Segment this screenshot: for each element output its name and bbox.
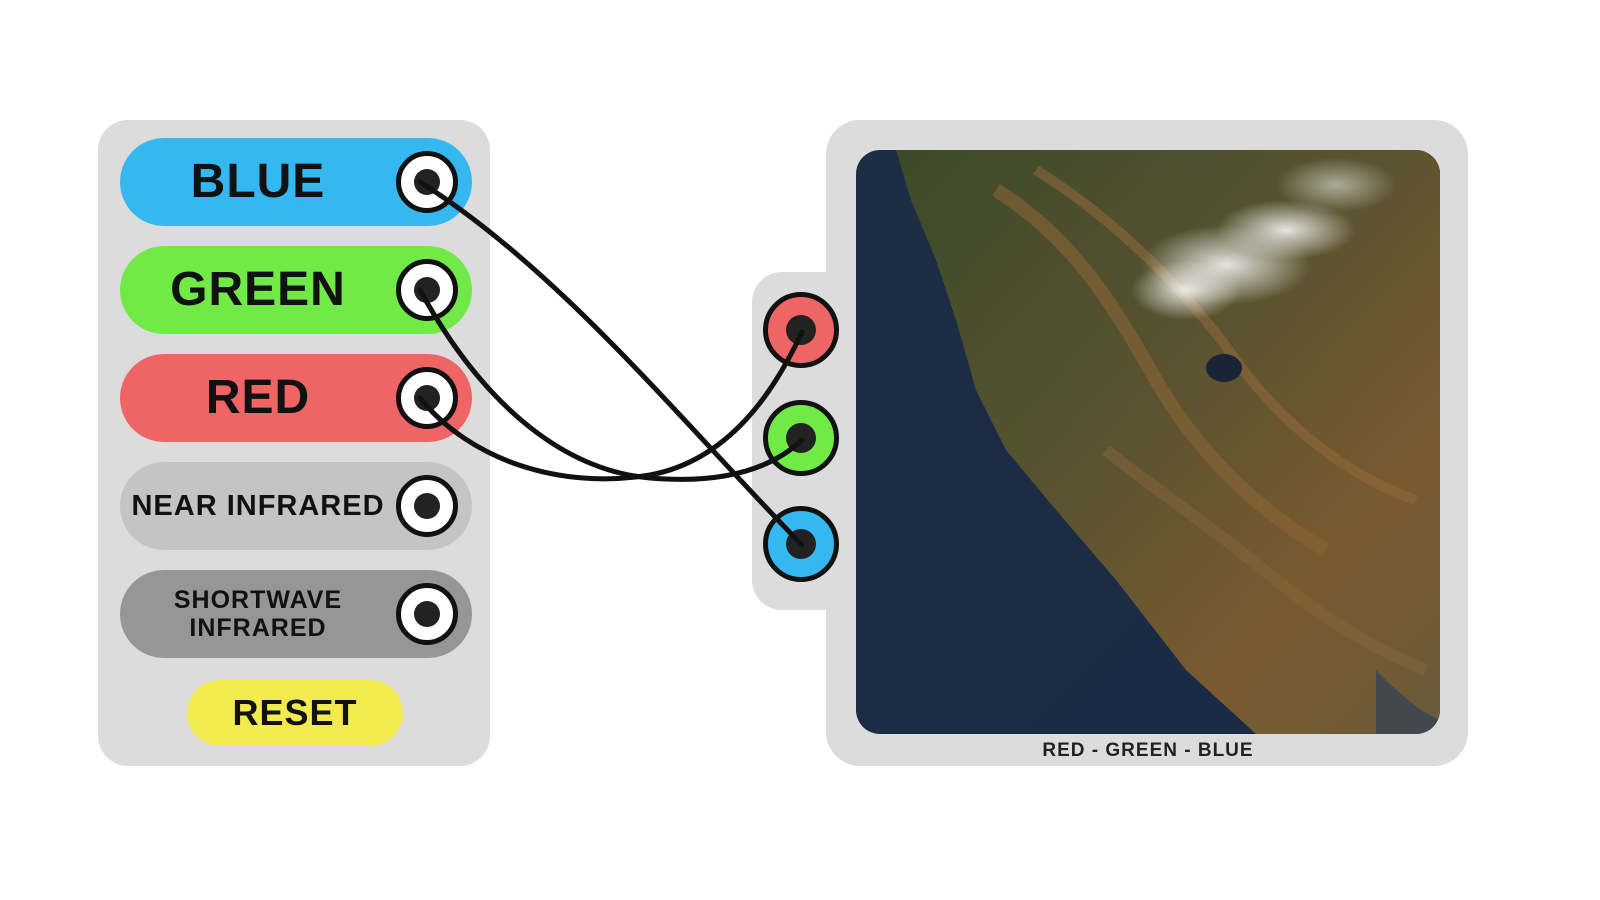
band-red[interactable]: RED	[120, 354, 472, 442]
band-red-label: RED	[205, 371, 311, 425]
band-green-output-jack[interactable]	[396, 259, 458, 321]
band-near-infrared-output-jack[interactable]	[396, 475, 458, 537]
satellite-image	[856, 150, 1440, 734]
band-red-output-jack[interactable]	[396, 367, 458, 429]
blue-input-jack[interactable]	[763, 506, 839, 582]
band-near-infrared[interactable]: NEAR INFRARED	[120, 462, 472, 550]
band-green[interactable]: GREEN	[120, 246, 472, 334]
band-blue-label: BLUE	[190, 155, 326, 209]
band-shortwave-infrared-label: SHORTWAVE INFRARED	[173, 586, 343, 642]
band-blue-output-jack[interactable]	[396, 151, 458, 213]
red-input-jack[interactable]	[763, 292, 839, 368]
reset-button[interactable]: RESET	[187, 680, 403, 746]
band-near-infrared-label: NEAR INFRARED	[131, 489, 385, 522]
composite-caption: RED - GREEN - BLUE	[1042, 740, 1254, 761]
band-blue[interactable]: BLUE	[120, 138, 472, 226]
green-input-jack[interactable]	[763, 400, 839, 476]
band-shortwave-infrared[interactable]: SHORTWAVE INFRARED	[120, 570, 472, 658]
band-green-label: GREEN	[170, 263, 346, 317]
band-shortwave-infrared-output-jack[interactable]	[396, 583, 458, 645]
